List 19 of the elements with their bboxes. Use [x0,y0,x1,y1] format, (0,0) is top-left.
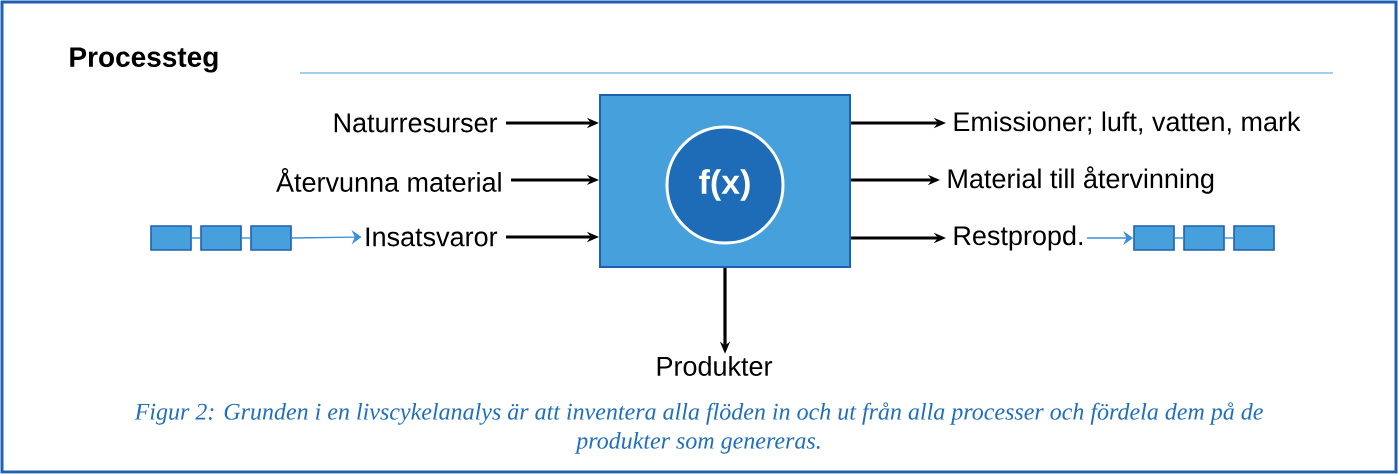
chain-box [250,225,292,251]
heading: Processteg [70,47,218,73]
flow-label: Naturresurser [334,113,498,133]
flow-label: Insatsvaror [366,227,498,247]
chain-box [1183,225,1225,251]
connector-line [241,237,251,239]
flow-label: Restpropd. [954,225,1082,251]
connector-line [1174,237,1184,239]
chain-box [150,225,192,251]
flow-label: Material till återvinning [948,166,1214,194]
caption: Figur 2: Grunden i en livscykelanalys är att inventera alla flöden in och ut från alla processer och fördela dem på de produkter som genereras. [134,402,1263,454]
flow-label: Återvunna material [276,168,501,192]
flow-label: Emissioner; luft, vatten, mark [954,111,1301,135]
chain-box [1133,225,1175,251]
chain-box [1233,225,1275,251]
connector-line [1224,237,1234,239]
flow-label: Produkter [657,356,773,376]
connector-line [191,237,201,239]
chain-box [200,225,242,251]
